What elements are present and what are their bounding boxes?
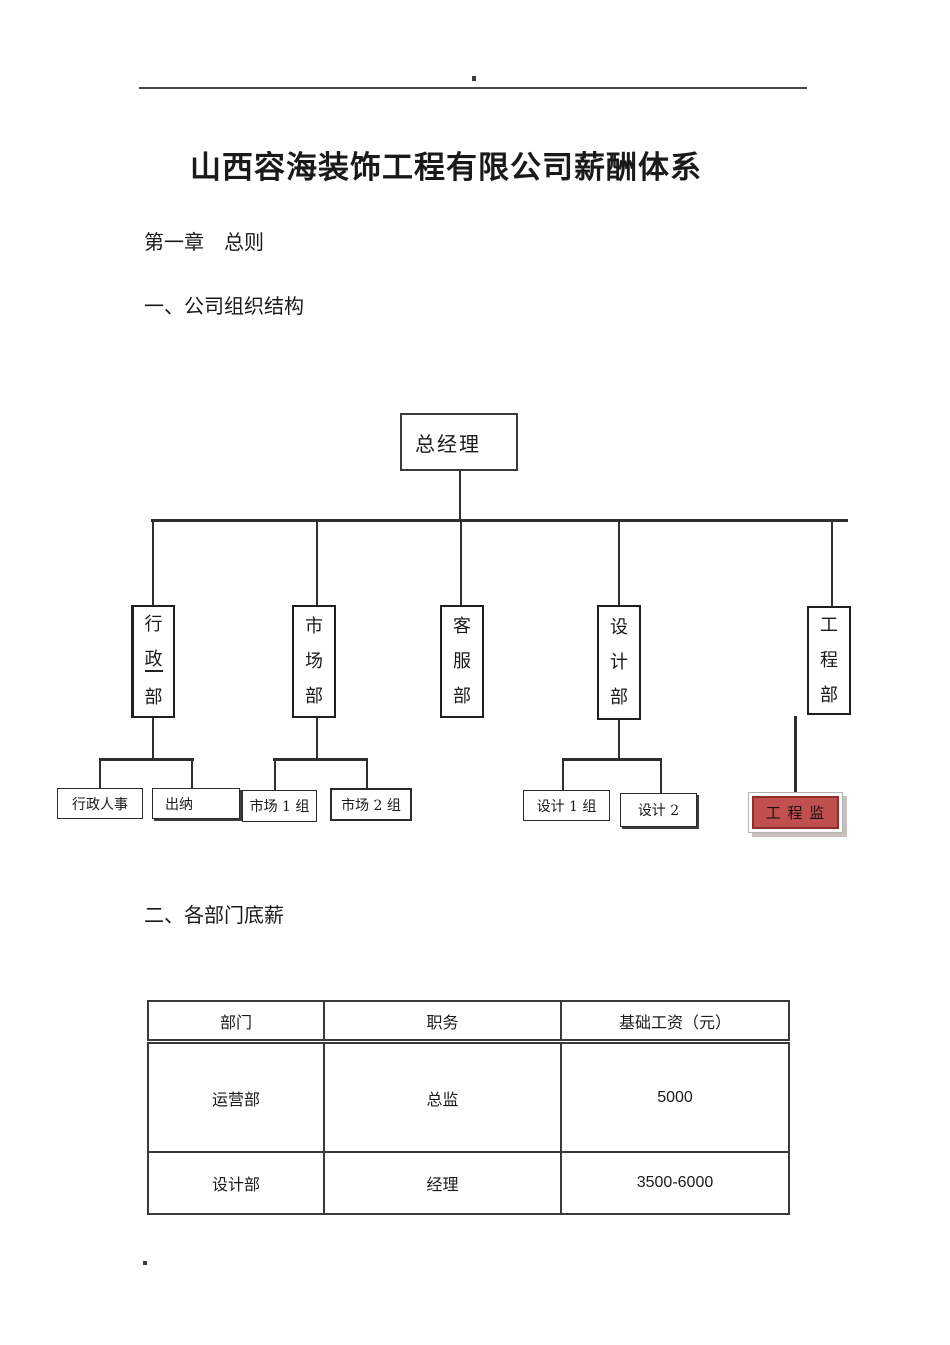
connector-market-drop2 — [366, 760, 368, 788]
org-box-admin-hr: 行政人事 — [57, 788, 143, 819]
org-box-market-group2: 市场 2 组 — [330, 788, 412, 821]
org-box-market-dept: 市 场 部 — [292, 605, 336, 718]
connector-admin-drop1 — [99, 760, 101, 788]
connector-market-drop1 — [274, 760, 276, 790]
org-box-general-manager: 总经理 — [400, 413, 518, 471]
connector-market-stem — [316, 718, 318, 759]
dept-char: 部 — [453, 685, 471, 707]
connector-design-drop1 — [562, 760, 564, 790]
dept-char: 程 — [820, 649, 838, 671]
table-cell-dept: 运营部 — [147, 1040, 325, 1153]
connector-drop-service — [460, 522, 462, 605]
table-cell-salary: 5000 — [560, 1040, 790, 1153]
table-cell-dept: 设计部 — [147, 1151, 325, 1215]
connector-engineering-stem — [794, 716, 797, 793]
dept-char: 部 — [144, 687, 163, 708]
salary-table-wrapper: 部门 职务 基础工资（元） 运营部 总监 5000 设计部 经理 3500-60… — [147, 1000, 790, 1215]
section-heading-salary: 二、各部门底薪 — [144, 903, 284, 927]
dept-char: 计 — [610, 651, 628, 673]
dept-char: 部 — [305, 685, 323, 707]
page-title: 山西容海装饰工程有限公司薪酬体系 — [190, 150, 702, 186]
stray-mark-footer — [143, 1261, 147, 1265]
table-row: 运营部 总监 5000 — [147, 1040, 790, 1153]
dept-char: 客 — [453, 615, 471, 637]
dept-char: 政 — [144, 649, 163, 672]
org-box-service-dept: 客 服 部 — [440, 605, 484, 718]
connector-admin-drop2 — [191, 760, 193, 788]
org-box-design-group2: 设计 2 — [620, 793, 697, 827]
table-cell-salary: 3500-6000 — [560, 1151, 790, 1215]
org-box-engineering-supervisor-frame: 工 程 监 — [748, 792, 843, 833]
table-header-salary: 基础工资（元） — [560, 1000, 790, 1044]
header-rule — [139, 87, 807, 89]
dept-char: 行 — [144, 614, 163, 635]
connector-admin-stem — [152, 718, 154, 760]
org-box-admin-dept: 行 政 部 — [131, 605, 175, 718]
dept-char: 部 — [820, 684, 838, 706]
connector-design-stem — [618, 720, 620, 759]
dept-char: 场 — [305, 650, 323, 672]
dept-char: 部 — [610, 686, 628, 708]
org-box-engineering-dept: 工 程 部 — [807, 606, 851, 715]
org-box-design-dept: 设 计 部 — [597, 605, 641, 720]
table-row: 设计部 经理 3500-6000 — [147, 1151, 790, 1215]
connector-ceo-stem — [459, 469, 461, 521]
section-heading-org: 一、公司组织结构 — [144, 294, 304, 318]
table-header-dept: 部门 — [147, 1000, 325, 1044]
dept-char: 市 — [305, 615, 323, 637]
org-box-engineering-supervisor: 工 程 监 — [752, 796, 839, 829]
table-cell-title: 总监 — [323, 1040, 562, 1153]
connector-drop-engineering — [831, 522, 833, 606]
connector-design-drop2 — [660, 760, 662, 793]
connector-drop-design — [618, 522, 620, 605]
connector-admin-bar — [99, 758, 194, 761]
dept-char: 设 — [610, 616, 628, 638]
org-box-design-group1: 设计 1 组 — [523, 790, 610, 821]
org-box-label: 总经理 — [415, 431, 481, 456]
chapter-heading: 第一章 总则 — [144, 230, 264, 254]
stray-mark-header — [472, 76, 476, 81]
connector-drop-admin — [152, 522, 154, 605]
connector-design-bar — [562, 758, 662, 761]
connector-drop-market — [316, 522, 318, 605]
table-header-title: 职务 — [323, 1000, 562, 1044]
org-box-cashier: 出纳 — [152, 788, 240, 819]
connector-bus — [151, 519, 848, 522]
salary-table: 部门 职务 基础工资（元） 运营部 总监 5000 设计部 经理 3500-60… — [147, 1000, 790, 1215]
connector-market-bar — [273, 758, 368, 761]
dept-char: 工 — [820, 614, 838, 636]
table-cell-title: 经理 — [323, 1151, 562, 1215]
dept-char: 服 — [453, 650, 471, 672]
org-box-market-group1: 市场 1 组 — [242, 790, 317, 822]
